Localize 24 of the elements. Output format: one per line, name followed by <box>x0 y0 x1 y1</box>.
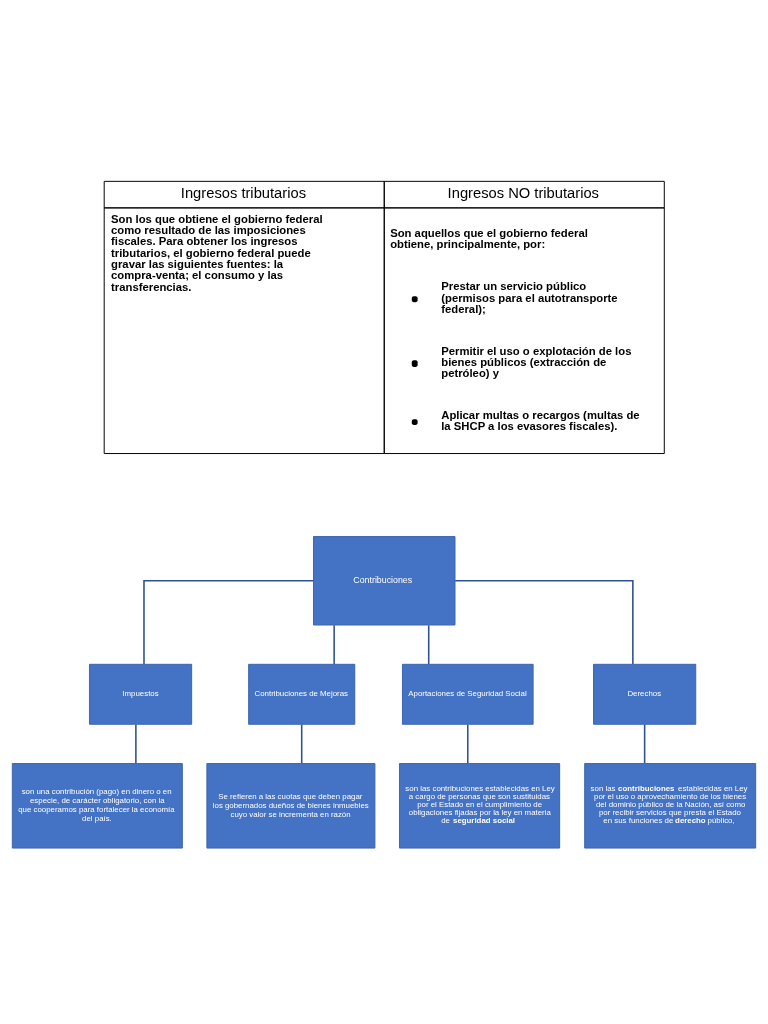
label: Son los que obtiene el gobierno federal como resultado de las imposiciones fiscales. Para obtener los ingresos tributarios, el gobierno federal puede gravar las siguientes fuentes: la compra-venta; el consumo y las transferencias. <box>111 212 323 293</box>
label: Prestar un servicio público (permisos para el autotransporte federal); <box>441 279 618 315</box>
connector <box>454 579 634 665</box>
node-box: Aportaciones de Seguridad Social <box>401 663 534 725</box>
label: Permitir el uso o explotación de los bienes públicos (extracción de petróleo) y <box>441 344 632 379</box>
connector <box>135 723 137 764</box>
node-box: son una contribución (pago) en dinero o en especie, de carácter obligatorio, con la que cooperamos para fortalecer la economía del país. <box>11 762 183 849</box>
node-box: Contribuciones <box>313 535 456 625</box>
connector <box>643 723 646 764</box>
connector <box>300 723 303 764</box>
node-box: Derechos <box>593 663 697 725</box>
node-box: son las contribuciones establecidas en Ley por el uso o aprovechamiento de los bienes del dominio público de la Nación, así como por recibir servicios que presta el Estado en sus funciones de derecho público, <box>584 762 757 849</box>
connector <box>143 579 315 665</box>
label: Son aquellos que el gobierno federal obtiene, principalmente, por: <box>390 226 588 250</box>
node-box: Se refieren a las cuotas que deben pagar los gobernados dueños de bienes inmuebles cuyo valor se incrementa en razón <box>206 762 376 849</box>
node-box: son las contribuciones establecidas en Ley a cargo de personas que son sustituidas por el Estado en el cumplimiento de obligaciones fijadas por la ley en materia de seguridad social <box>399 762 561 849</box>
node-box: Impuestos <box>88 663 193 725</box>
label: Ingresos tributarios <box>180 184 307 201</box>
connector <box>427 624 430 665</box>
connector <box>333 624 335 665</box>
label: Ingresos NO tributarios <box>447 184 599 201</box>
node-box: Contribuciones de Mejoras <box>248 663 356 725</box>
label: Aplicar multas o recargos (multas de la SHCP a los evasores fiscales). <box>441 408 640 432</box>
connector <box>467 723 469 764</box>
